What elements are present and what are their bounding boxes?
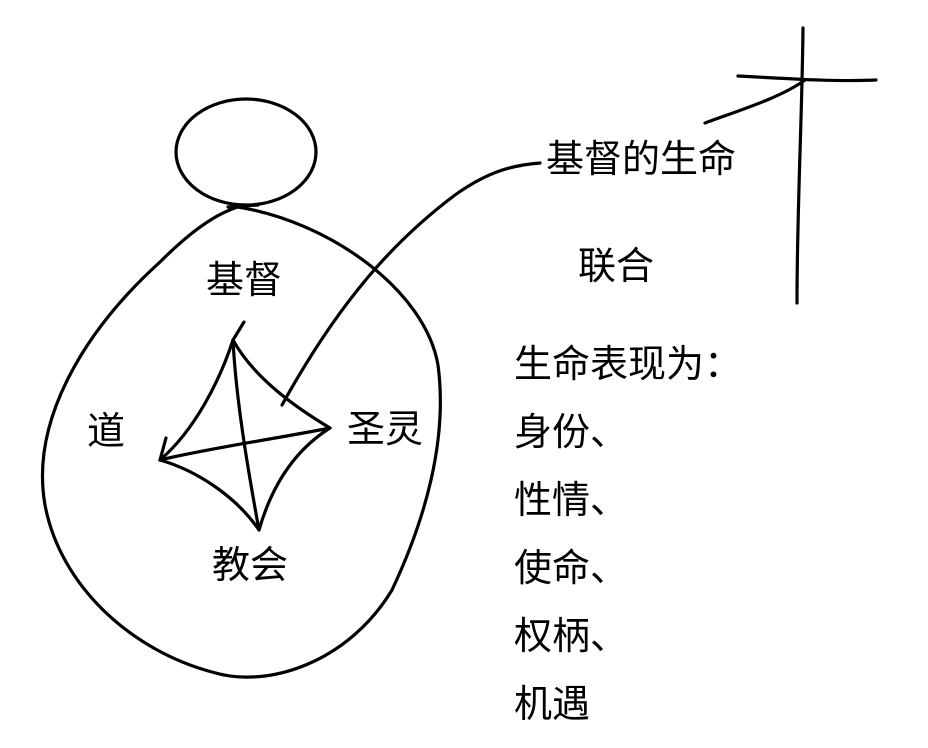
- life-heading: 生命表现为：: [514, 342, 743, 386]
- node-spirit-label: 圣灵: [347, 407, 424, 451]
- neck-stroke: [226, 203, 260, 209]
- head-circle: [174, 97, 318, 207]
- star-vertical-line: [231, 338, 261, 532]
- node-church-label: 教会: [212, 543, 289, 587]
- life-item: 权柄、: [514, 614, 629, 658]
- life-item: 身份、: [514, 410, 629, 454]
- star-horizontal-line: [158, 426, 332, 462]
- star-left-tick: [158, 436, 168, 462]
- cross-vertical: [795, 26, 805, 305]
- callout-label: 基督的生命: [546, 137, 737, 181]
- cross-horizontal: [736, 74, 878, 83]
- life-item: 使命、: [514, 546, 629, 590]
- life-item: 性情、: [514, 478, 629, 522]
- connector-line: [280, 161, 542, 407]
- union-label: 联合: [578, 244, 655, 288]
- node-word-label: 道: [87, 409, 126, 453]
- star-top-hook: [231, 320, 246, 342]
- life-item: 机遇: [514, 682, 591, 726]
- body-outline: [40, 205, 442, 679]
- node-christ-label: 基督: [206, 258, 283, 302]
- cross-diagonal: [703, 78, 807, 125]
